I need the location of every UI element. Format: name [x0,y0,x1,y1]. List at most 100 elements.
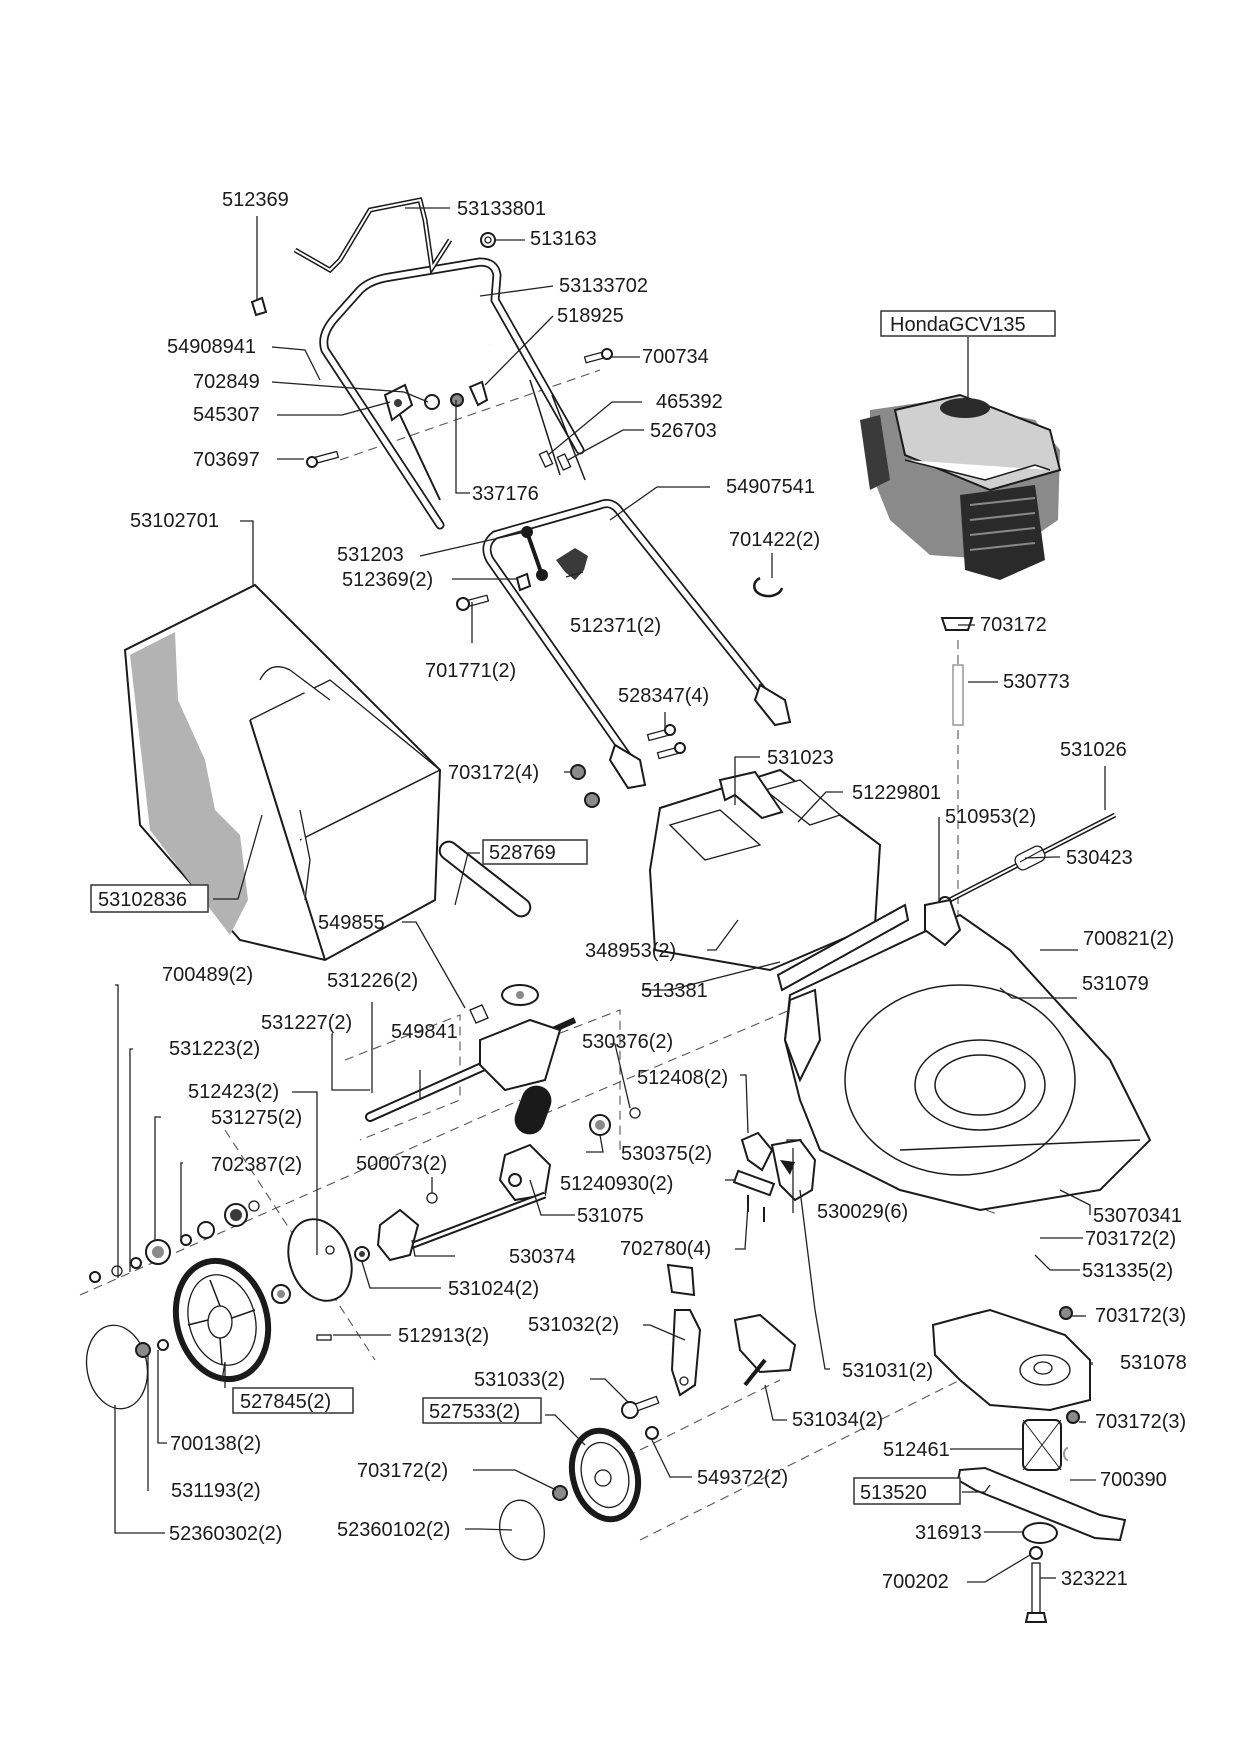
part-label-531079: 531079 [1082,973,1149,995]
part-label-513520: 513520 [860,1482,927,1504]
blade-adapter-531078 [931,1308,1091,1412]
rear-axle-530374 [376,1191,547,1262]
nut-337176-shape [450,393,464,407]
nuts-703172-4 [570,764,600,808]
part-label-549855: 549855 [318,912,385,934]
nut-702849-shape [424,394,440,410]
part-label-531335-2: 531335(2) [1082,1260,1173,1282]
part-label-703697: 703697 [193,449,260,471]
nut-500073-shape [426,1192,438,1204]
gearbox [479,984,562,1092]
nut-531193-shape [135,1342,151,1358]
blade-holder-512461 [1022,1419,1062,1471]
washer-316913-shape [1022,1522,1058,1544]
screws-528347 [646,724,686,760]
part-label-530375-2: 530375(2) [621,1143,712,1165]
knob-512371-shape [556,548,588,580]
part-label-531223-2: 531223(2) [169,1038,260,1060]
part-label-512913-2: 512913(2) [398,1325,489,1347]
part-label-53102701: 53102701 [130,510,219,532]
part-label-530376-2: 530376(2) [582,1031,673,1053]
part-label-51229801: 51229801 [852,782,941,804]
part-labels: HondaGCV135 512369 53133801 513163 53133… [98,189,1187,1593]
part-label-518925: 518925 [557,305,624,327]
lower-handle-54907541 [482,499,792,790]
rear-wheel-527845 [172,1257,272,1383]
upper-handle-54908941 [319,257,585,530]
part-label-700390: 700390 [1100,1469,1167,1491]
part-label-512369-2: 512369(2) [342,569,433,591]
part-label-531024-2: 531024(2) [448,1278,539,1300]
clip-701422-shape [753,576,784,598]
part-label-531031-2: 531031(2) [842,1360,933,1382]
engine-label: HondaGCV135 [890,314,1026,336]
part-label-51240930-2: 51240930(2) [560,1173,673,1195]
part-label-545307: 545307 [193,404,260,426]
part-label-530423: 530423 [1066,847,1133,869]
part-label-513163: 513163 [530,228,597,250]
part-label-549372-2: 549372(2) [697,1467,788,1489]
pulley-530375 [589,1114,611,1136]
part-label-337176: 337176 [472,483,539,505]
hub-cap-52360102 [499,1499,545,1561]
screw-512913-shape [316,1334,332,1341]
part-label-530029-6: 530029(6) [817,1201,908,1223]
nut-703172-3a-shape [1059,1306,1073,1320]
bolt-531033 [621,1395,660,1419]
hinge-bar-513381 [776,903,910,992]
plate-51240930-shape [732,1169,776,1197]
rear-flap-51229801 [648,768,882,972]
part-label-53133801: 53133801 [457,198,546,220]
drive-lever-531075 [498,1085,552,1202]
part-label-54907541: 54907541 [726,476,815,498]
part-label-348953-2: 348953(2) [585,940,676,962]
bail-bar-53133801 [293,197,453,275]
part-label-531203: 531203 [337,544,404,566]
part-label-53070341: 53070341 [1093,1205,1182,1227]
part-label-700734: 700734 [642,346,709,368]
lever-531032 [666,1263,702,1397]
part-label-700489-2: 700489(2) [162,964,253,986]
part-label-512371-2: 512371(2) [570,615,661,637]
part-label-701771-2: 701771(2) [425,660,516,682]
clip-518925-shape [468,380,489,407]
label-boxes [90,839,961,1505]
part-label-703172-4: 703172(4) [448,762,539,784]
stud-530773 [952,664,964,726]
washer-549372-shape [645,1426,659,1440]
part-label-528769: 528769 [489,842,556,864]
cable-clamp-545307 [383,383,441,501]
part-label-531023: 531023 [767,747,834,769]
grass-bag-53102701 [123,583,442,962]
washer-530376-shape [629,1107,641,1119]
clip-512408-shape [740,1131,774,1172]
part-label-53133702: 53133702 [559,275,648,297]
part-label-512461: 512461 [883,1439,950,1461]
wheel-gear-parts [89,1200,260,1283]
part-label-528347-4: 528347(4) [618,685,709,707]
blade-513520 [956,1466,1127,1542]
key-549855-shape [469,1004,489,1024]
part-label-527533-2: 527533(2) [429,1401,520,1423]
engine-label-box [880,310,1056,337]
wheel-cover-512423 [287,1218,353,1302]
part-label-703172-top: 703172 [980,614,1047,636]
part-label-531026: 531026 [1060,739,1127,761]
mower-deck-53070341 [783,898,1152,1212]
part-label-703172-3a: 703172(3) [1095,1305,1186,1327]
part-label-513381: 513381 [641,980,708,1002]
part-label-702387-2: 702387(2) [211,1154,302,1176]
part-label-53102836: 53102836 [98,889,187,911]
hub-cap-52360302 [85,1324,149,1410]
washer-700138-shape [157,1339,169,1351]
part-label-531078: 531078 [1120,1352,1187,1374]
part-label-526703: 526703 [650,420,717,442]
part-label-52360102-2: 52360102(2) [337,1519,450,1541]
blade-bolt-323221 [1024,1562,1048,1623]
part-label-701422-2: 701422(2) [729,529,820,551]
part-label-527845-2: 527845(2) [240,1391,331,1413]
front-wheel-527533 [568,1427,642,1523]
part-label-531227-2: 531227(2) [261,1012,352,1034]
cable-lever-531203 [521,526,548,581]
